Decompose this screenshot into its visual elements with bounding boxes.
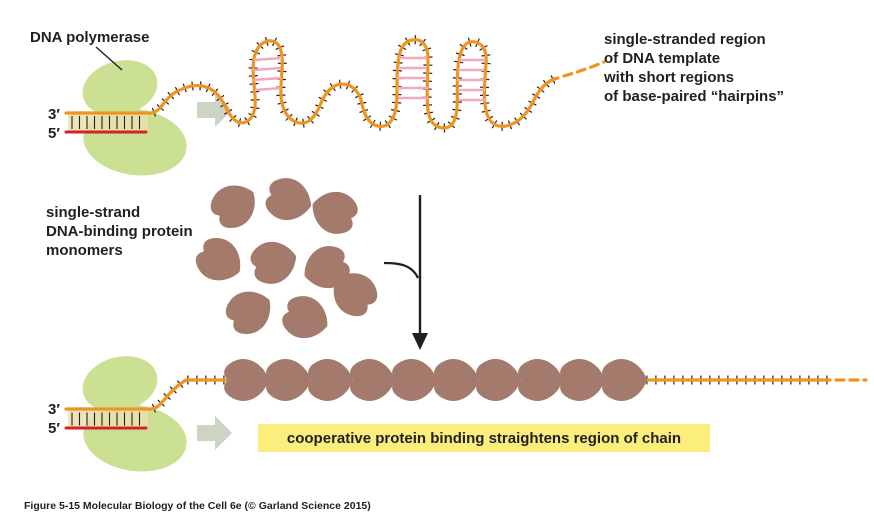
reaction-arrow-head bbox=[412, 333, 428, 350]
figure-caption: Figure 5-15 Molecular Biology of the Cel… bbox=[24, 500, 371, 512]
five-prime-label: 5′ bbox=[48, 420, 60, 437]
hairpin-base-pairing bbox=[252, 56, 486, 102]
ssb-bound-monomer bbox=[434, 359, 479, 401]
ssb-bound-monomer bbox=[392, 359, 437, 401]
ssb-bound-monomer bbox=[308, 359, 353, 401]
five-prime-label: 5′ bbox=[48, 125, 60, 142]
ssb-line-1: single-strand bbox=[46, 204, 140, 221]
ssdna-dashed-end bbox=[562, 60, 606, 78]
ssb-bound-monomer bbox=[224, 359, 269, 401]
progress-arrow-icon bbox=[197, 416, 232, 450]
ssb-monomer bbox=[305, 184, 362, 240]
polymerase-upper-lobe bbox=[82, 60, 158, 116]
hairpin-squiggle-strand bbox=[148, 38, 560, 130]
ssb-monomer bbox=[247, 236, 302, 289]
reaction-arrow-connector bbox=[383, 261, 419, 279]
ssb-bound-monomer bbox=[560, 359, 605, 401]
ss-region-label: single-stranded region of DNA template w… bbox=[603, 31, 784, 105]
ssb-bound-monomer bbox=[476, 359, 521, 401]
highlight-banner: cooperative protein binding straightens … bbox=[258, 424, 710, 452]
highlight-text: cooperative protein binding straightens … bbox=[287, 430, 681, 447]
three-prime-label: 3′ bbox=[48, 106, 60, 123]
ss-region-line-3: with short regions bbox=[603, 69, 734, 86]
ssb-monomer bbox=[262, 173, 317, 226]
bottom-section: 3′ 5′ cooperative protein binding straig… bbox=[48, 356, 868, 472]
ss-region-line-2: of DNA template bbox=[604, 50, 720, 67]
ssb-monomer bbox=[220, 281, 280, 341]
ssb-monomer-cluster bbox=[190, 173, 384, 346]
duplex-band bbox=[68, 114, 148, 131]
polymerase-upper-lobe bbox=[82, 356, 158, 412]
ssb-bound-monomer bbox=[602, 359, 647, 401]
ss-region-line-4: of base-paired “hairpins” bbox=[604, 88, 784, 105]
reaction-arrow bbox=[383, 195, 428, 350]
ssb-line-2: DNA-binding protein bbox=[46, 223, 193, 240]
three-prime-label: 3′ bbox=[48, 401, 60, 418]
ssb-bound-monomer bbox=[518, 359, 563, 401]
label-pointer-line bbox=[95, 46, 123, 71]
middle-section: single-strand DNA-binding protein monome… bbox=[46, 173, 428, 350]
ssb-monomer bbox=[204, 174, 266, 235]
ssb-monomer bbox=[190, 231, 250, 291]
top-section: DNA polymerase 3′ 5′ single-stranded reg… bbox=[30, 29, 784, 176]
straightened-strand bbox=[148, 378, 832, 411]
highlight-background bbox=[258, 424, 710, 452]
duplex-band bbox=[68, 410, 148, 427]
ssb-bound-row bbox=[224, 359, 647, 401]
ssb-monomers-label: single-strand DNA-binding protein monome… bbox=[46, 204, 193, 259]
dna-polymerase-label: DNA polymerase bbox=[30, 29, 150, 46]
base-pair-rungs bbox=[71, 412, 141, 426]
ssb-bound-monomer bbox=[266, 359, 311, 401]
ssb-line-3: monomers bbox=[46, 242, 123, 259]
ss-region-line-1: single-stranded region bbox=[604, 31, 766, 48]
ssb-monomer bbox=[278, 290, 335, 346]
ssb-bound-monomer bbox=[350, 359, 395, 401]
base-pair-rungs bbox=[71, 116, 141, 129]
